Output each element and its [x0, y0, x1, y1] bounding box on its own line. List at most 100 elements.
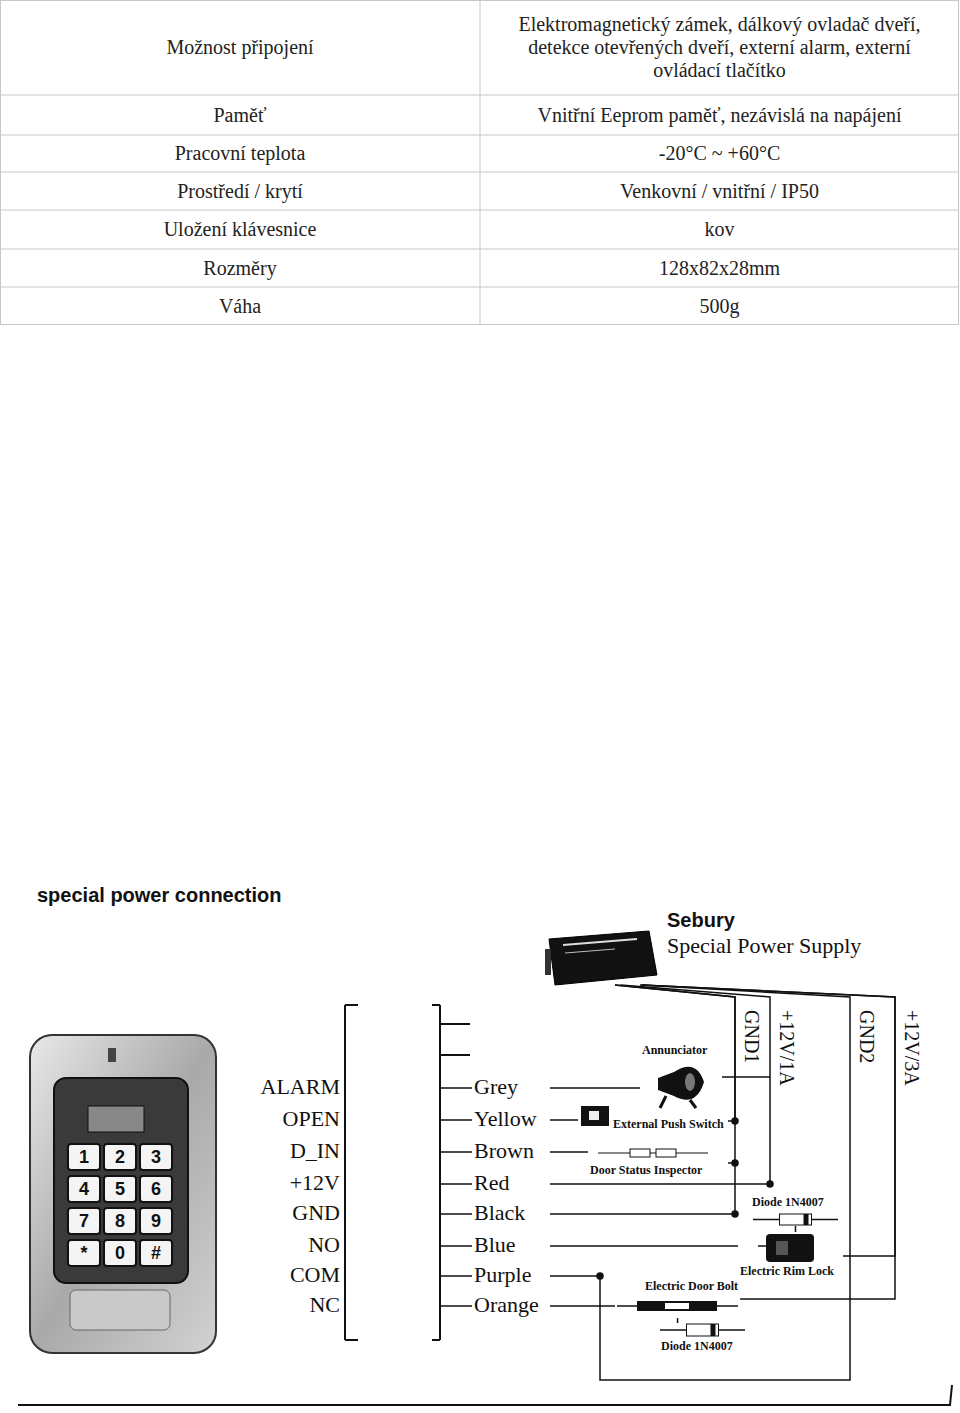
table-cell: Uložení klávesnice [0, 210, 480, 249]
key-label: 4 [68, 1176, 100, 1202]
door-bolt-symbol [617, 1300, 738, 1316]
siren-symbol [650, 1060, 712, 1110]
diode-symbol [753, 1213, 838, 1226]
table-cell: Vnitřní Eeprom paměť, nezávislá na napáj… [480, 95, 959, 135]
table-cell: Venkovní / vnitřní / IP50 [480, 172, 959, 210]
table-cell: Paměť [0, 95, 480, 135]
key [68, 1208, 100, 1234]
page-border [18, 1385, 952, 1405]
pin-name: D_IN [220, 1138, 340, 1163]
wire-color: Purple [474, 1262, 531, 1287]
annunciator: Annunciator [640, 1042, 722, 1112]
power-supply: SeburySpecial Power Supply [545, 905, 900, 987]
rim-lock-symbol [758, 1232, 823, 1264]
diode-symbol [660, 1323, 745, 1337]
table-cell: -20°C ~ +60°C [480, 135, 959, 172]
wiring [550, 985, 850, 1380]
table-cell: Rozměry [0, 249, 480, 287]
pin-name: NC [220, 1292, 340, 1317]
key-label: 7 [68, 1208, 100, 1234]
lead-wire [440, 1119, 472, 1121]
key-label: 2 [104, 1144, 136, 1170]
diode: Diode 1N4007 [655, 1323, 750, 1357]
table-cell: 500g [480, 287, 959, 325]
component-label: Diode 1N4007 [661, 1340, 733, 1354]
pin-name: COM [220, 1262, 340, 1287]
wire [621, 985, 770, 1077]
table-cell: 128x82x28mm [480, 249, 959, 287]
table-cell: Prostředí / krytí [0, 172, 480, 210]
table-cell: Možnost připojení [0, 0, 480, 95]
component-label: Electric Rim Lock [740, 1265, 834, 1279]
key [104, 1208, 136, 1234]
terminal-name: GND1 [740, 1010, 763, 1063]
key [140, 1208, 172, 1234]
terminal-name: GND2 [855, 1010, 878, 1063]
push-switch: External Push Switch [578, 1104, 728, 1138]
keypad-keys [68, 1144, 172, 1266]
power-supply-symbol [545, 905, 660, 987]
lead-wire [440, 1213, 472, 1215]
door-sensor: Door Status Inspector [588, 1146, 728, 1180]
key-label: 6 [140, 1176, 172, 1202]
section-heading: special power connection [37, 884, 282, 907]
component-label: External Push Switch [613, 1118, 724, 1132]
component-label: Annunciator [642, 1044, 707, 1058]
key-label: 3 [140, 1144, 172, 1170]
key-label: 5 [104, 1176, 136, 1202]
key [140, 1240, 172, 1266]
table-cell: Elektromagnetický zámek, dálkový ovladač… [480, 0, 959, 95]
wire-color: Blue [474, 1232, 516, 1257]
component-label: Diode 1N4007 [752, 1196, 824, 1210]
lead-wire [440, 1151, 472, 1153]
lead-wire [440, 1245, 472, 1247]
key [140, 1176, 172, 1202]
wire-color: Black [474, 1200, 525, 1225]
pin-name: +12V [220, 1170, 340, 1195]
wire [677, 1318, 679, 1323]
key [104, 1144, 136, 1170]
key-label: 0 [104, 1240, 136, 1266]
pin-name: ALARM [220, 1074, 340, 1099]
keypad-leads [440, 1088, 472, 1306]
door-bolt: Electric Door Bolt [615, 1280, 740, 1318]
key-label: 8 [104, 1208, 136, 1234]
wire [615, 985, 735, 1121]
wire-color: Red [474, 1170, 509, 1195]
component-label: Door Status Inspector [590, 1164, 702, 1178]
table-cell: kov [480, 210, 959, 249]
key-label: * [68, 1240, 100, 1266]
wire [642, 985, 895, 1299]
pin-name: OPEN [220, 1106, 340, 1131]
key-label: 9 [140, 1208, 172, 1234]
brand-name: Sebury [667, 909, 735, 932]
terminal-name: +12V/1A [775, 1010, 798, 1086]
key [104, 1176, 136, 1202]
lead-wire [440, 1305, 472, 1307]
terminal-block [345, 1005, 470, 1340]
door-sensor-symbol [598, 1146, 708, 1160]
key [140, 1144, 172, 1170]
key [68, 1240, 100, 1266]
key [104, 1240, 136, 1266]
lead-wire [440, 1087, 472, 1089]
table-cell: Váha [0, 287, 480, 325]
wire-color: Brown [474, 1138, 534, 1163]
key-label: # [140, 1240, 172, 1266]
lead-wire [440, 1275, 472, 1277]
key-label: 1 [68, 1144, 100, 1170]
switch-symbol [580, 1104, 610, 1128]
rim-lock: Electric Rim Lock [738, 1232, 843, 1280]
wire-color: Yellow [474, 1106, 537, 1131]
key [68, 1176, 100, 1202]
terminal-name: +12V/3A [900, 1010, 923, 1086]
wire-color: Grey [474, 1074, 518, 1099]
wire [795, 1226, 797, 1232]
key [68, 1144, 100, 1170]
pin-name: NO [220, 1232, 340, 1257]
diode: Diode 1N4007 [748, 1196, 843, 1226]
table-grid [0, 0, 959, 325]
pin-name: GND [220, 1200, 340, 1225]
